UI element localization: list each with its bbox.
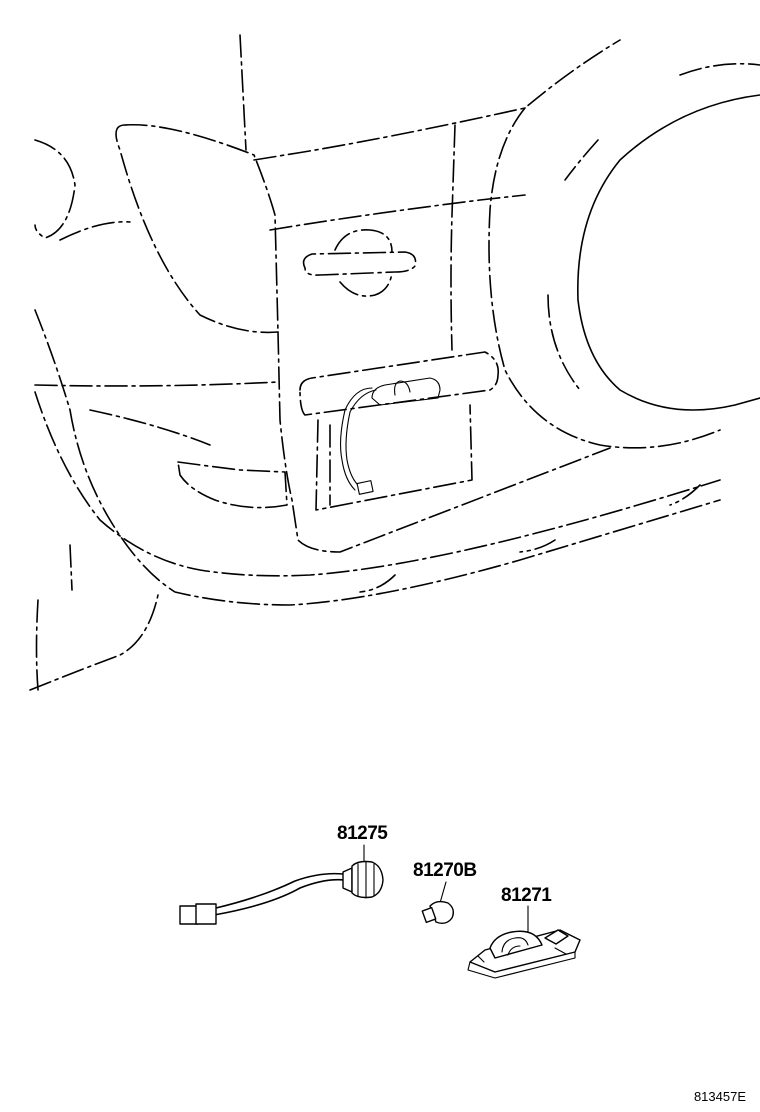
bulb-part	[421, 881, 455, 925]
socket-wire-part	[179, 844, 384, 925]
drawing-number: 813457E	[693, 1089, 746, 1104]
part-number-label: 81270B	[413, 860, 477, 881]
part-number-label: 81275	[337, 823, 388, 844]
part-number-label: 81271	[501, 885, 552, 906]
license-lamp-part	[467, 905, 581, 979]
vehicle-rear-illustration	[29, 34, 760, 691]
license-lamp-installed-view	[299, 351, 500, 511]
